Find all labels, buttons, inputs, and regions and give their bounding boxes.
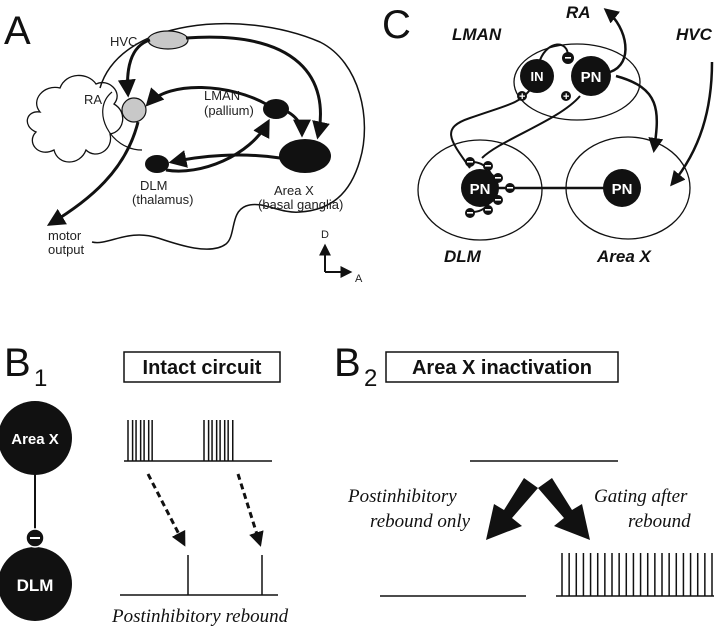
c-ra-label: RA [566,3,591,22]
c-areax-pn-label: PN [612,181,633,198]
plus-icon: + [519,91,525,103]
panel-b2-letter: B [334,341,361,385]
b2-title-box [385,351,619,383]
minus-icon [507,187,513,189]
motor-label: motor [48,228,82,243]
areax-node [279,139,331,173]
panel-b2: B 2 Area X inactivation Postinhibitory r… [334,341,714,597]
arrow-lman-to-ra [145,86,267,107]
panel-b1-letter: B [4,341,31,385]
c-lman-region [513,43,641,121]
arrow-dlm-to-lman [165,118,270,173]
dlm-node [145,155,169,173]
areax-label: Area X [274,183,314,198]
lman-node [263,99,289,119]
brain-inner-line [102,91,143,151]
c-lman-pn-node [571,56,611,96]
minus-icon [467,161,473,163]
b1-dlm-node [0,547,72,621]
hvc-label: HVC [110,34,137,49]
dlm-sublabel: (thalamus) [132,192,193,207]
b2-right-big-arrow [538,478,590,540]
b2-gating-spikes [561,553,713,596]
c-synapse-markers: + + [465,52,574,218]
motor-sublabel: output [48,242,85,257]
arrow-hvc-to-areax [185,35,330,140]
panel-c: C LMAN RA HVC DLM Area X IN PN PN PN [382,3,714,266]
c-dlm-pn-label: PN [470,181,491,198]
c-hvc-label: HVC [676,25,713,44]
areax-sublabel: (basal ganglia) [258,197,343,212]
minus-icon [495,199,501,201]
b2-right-label: Gating after [594,486,688,507]
c-dlm-region [417,139,543,241]
panel-b1-sub: 1 [34,365,47,392]
c-dlm-to-in [450,89,531,169]
panel-b1: B 1 Intact circuit Area X DLM Postinhibi… [0,341,289,627]
b1-dashed-arrow [236,473,264,547]
panel-a: A HVC RA LMAN (pallium) Area X (basal ga… [4,9,366,285]
minus-icon [485,209,491,211]
b2-left-label: Postinhibitory [347,486,457,507]
arrow-lman-to-areax [287,110,311,138]
minus-icon [495,177,501,179]
panel-a-letter: A [4,9,31,53]
b1-areax-node [0,401,72,475]
axis-a-label: A [355,273,363,285]
c-lman-label: LMAN [452,25,502,44]
c-areax-pn-node [603,169,641,207]
b2-title: Area X inactivation [412,357,592,379]
b2-left-sublabel: rebound only [370,511,471,532]
c-in-node [520,59,554,93]
dlm-label: DLM [140,178,167,193]
b1-dlm-label: DLM [17,576,54,595]
brain-outline [91,22,366,250]
c-lman-pn-label: PN [581,69,602,86]
cerebellum-outline [26,74,124,163]
b1-burst-spikes [127,420,234,461]
excitatory-synapse-icon [517,91,527,101]
minus-icon [565,57,571,59]
minus-icon [467,212,473,214]
c-lman-pn-to-ra [603,8,627,74]
c-areax-label: Area X [596,247,653,266]
b1-title-box [123,351,281,383]
c-lman-pn-to-areax [615,74,664,153]
c-dlm-pn-node [461,169,499,207]
b2-right-sublabel: rebound [628,511,691,532]
minus-icon [30,537,40,539]
ra-node [121,97,147,123]
axis-d-label: D [321,229,329,241]
ra-label: RA [84,92,102,107]
hvc-node [147,30,189,50]
arrow-areax-to-dlm [168,150,281,168]
c-in-label: IN [531,69,544,84]
b1-areax-label: Area X [11,431,59,448]
b1-dashed-arrow [146,473,186,547]
minus-icon [485,165,491,167]
excitatory-synapse-icon [561,91,571,101]
b1-caption: Postinhibitory rebound [111,606,289,627]
b2-left-big-arrow [486,478,538,540]
plus-icon: + [563,91,569,103]
b1-title: Intact circuit [143,357,262,379]
lman-sublabel: (pallium) [204,103,254,118]
c-dlm-label: DLM [444,247,482,266]
c-dlm-to-pn [481,95,581,159]
orientation-axis: D A [319,229,363,285]
arrow-hvc-to-ra [117,38,151,98]
c-hvc-to-areax [670,61,714,187]
panel-b2-sub: 2 [364,365,377,392]
panel-c-letter: C [382,3,411,47]
arrow-ra-to-motor [46,121,140,226]
